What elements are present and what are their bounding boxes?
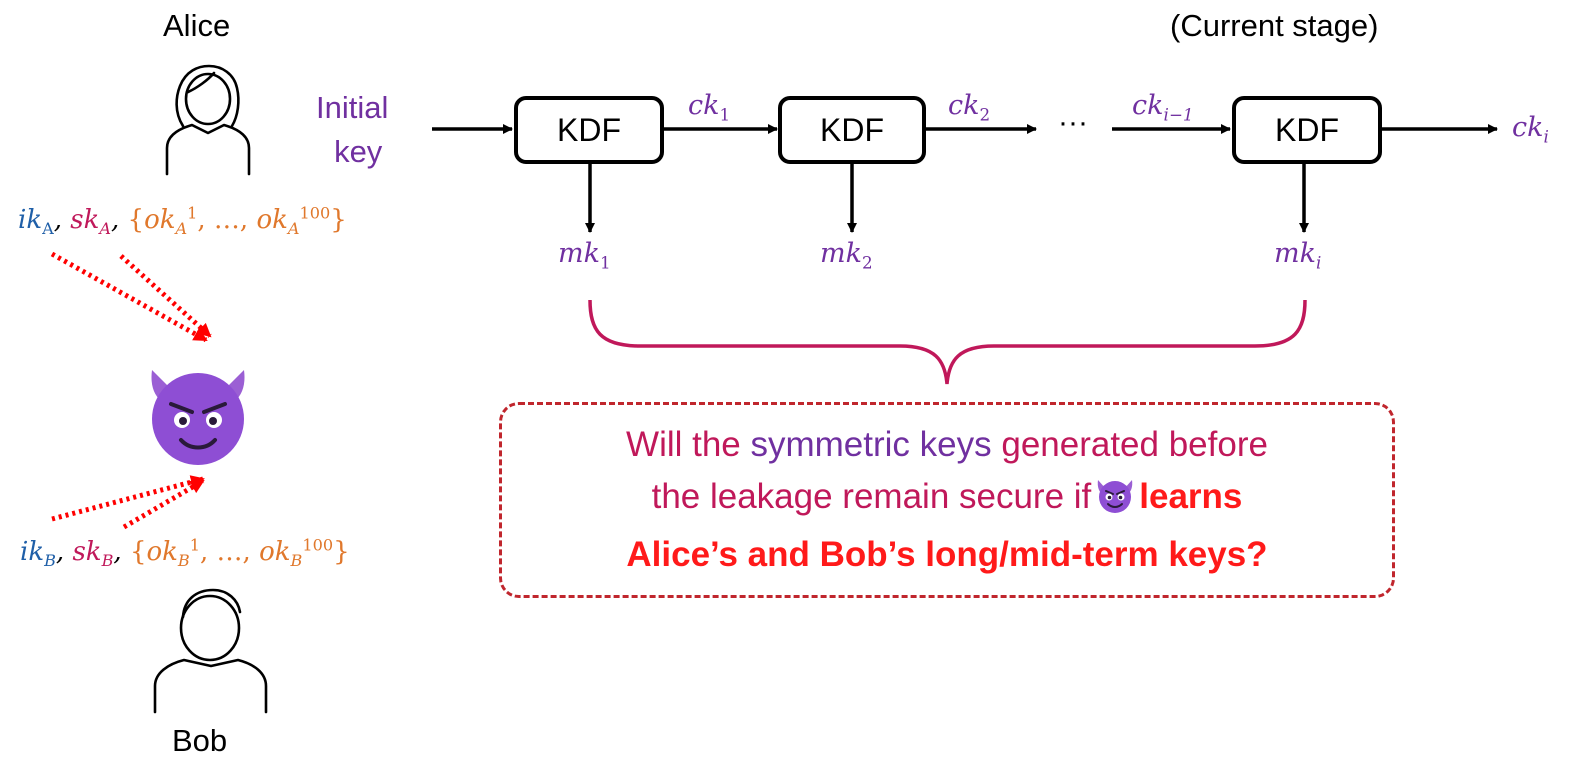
alice-keys: ikA, skA, {okA1, …, okA100}	[18, 203, 347, 239]
brace-close: }	[333, 537, 350, 567]
initial-key-line2: key	[334, 134, 383, 169]
mk-sub: i	[1315, 252, 1322, 273]
ck-base: ck	[1512, 112, 1544, 143]
initial-key-label: Initial key	[316, 86, 388, 174]
chain-key-2: ck2	[948, 90, 991, 125]
current-stage-label: (Current stage)	[1170, 8, 1379, 43]
mk-base: mk	[1274, 238, 1316, 269]
message-keys-brace	[588, 299, 1307, 385]
question-text: the leakage remain secure if	[651, 477, 1092, 516]
alice-ik-base: ik	[18, 205, 43, 235]
ok-sub: A	[175, 219, 188, 239]
alice-sk-sub: A	[99, 219, 111, 239]
ck-base: ck	[948, 90, 980, 121]
question-text: generated before	[991, 425, 1268, 464]
alice-one-time-prekeys: {okA1, …, okA100}	[127, 203, 347, 239]
ok-sub: A	[287, 219, 300, 239]
mk-base: mk	[820, 238, 862, 269]
message-key-i: mki	[1274, 238, 1322, 273]
kdf-box-1: KDF	[514, 96, 664, 164]
chain-key-1: ck1	[688, 90, 731, 125]
brace-close: }	[330, 205, 347, 235]
leak-arrow-bob-ik	[51, 475, 205, 522]
chain-key-i: cki	[1512, 112, 1549, 147]
kdf-label: KDF	[557, 111, 621, 148]
alice-label: Alice	[163, 8, 231, 43]
bob-ik-sub: B	[44, 551, 56, 571]
question-line-3: Alice’s and Bob’s long/mid-term keys?	[626, 535, 1268, 574]
ok-sup-first: 1	[189, 535, 200, 555]
ok-base: ok	[146, 537, 178, 567]
separator: ,	[55, 537, 65, 567]
alice-sk-base: sk	[70, 205, 100, 235]
kdf-box-i: KDF	[1232, 96, 1382, 164]
ck-sub: 1	[719, 104, 731, 125]
mk-sub: 1	[599, 252, 611, 273]
alice-identity-key: ikA	[18, 205, 54, 239]
ck-base: ck	[1132, 90, 1164, 121]
message-key-1: mk1	[558, 238, 611, 273]
bob-keys: ikB, skB, {okB1, …, okB100}	[20, 535, 350, 571]
ck-sub: i−1	[1163, 104, 1194, 125]
ok-sup-first: 1	[187, 203, 198, 223]
user-female-icon	[165, 64, 251, 176]
separator: ,	[113, 537, 122, 567]
bob-label: Bob	[172, 723, 228, 758]
chain-ellipsis: ···	[1058, 106, 1088, 139]
bob-identity-key: ikB	[20, 537, 56, 571]
message-key-2: mk2	[820, 238, 873, 273]
brace-open: {	[127, 205, 145, 235]
ok-base: ok	[256, 205, 288, 235]
leak-arrow-alice-sk	[119, 254, 212, 338]
smiling-devil-icon	[151, 370, 245, 465]
ck-base: ck	[688, 90, 720, 121]
user-male-icon	[153, 588, 268, 714]
question-box: Will the symmetric keys generated before…	[499, 402, 1395, 598]
bob-signed-prekey: skB	[72, 537, 114, 571]
ellipsis: …	[213, 205, 240, 235]
leak-arrow-alice-ik	[50, 251, 208, 343]
leakage-arrows	[50, 251, 212, 530]
brace-open: {	[129, 537, 147, 567]
ck-sub: i	[1543, 126, 1549, 147]
question-emphasis: learns	[1139, 477, 1243, 516]
alice-signed-prekey: skA	[70, 205, 111, 239]
ok-sub: B	[290, 551, 303, 571]
kdf-label: KDF	[820, 111, 884, 148]
ck-sub: 2	[979, 104, 991, 125]
ok-sup-last: 100	[299, 203, 331, 223]
question-text: Will the	[626, 425, 751, 464]
question-line-1: Will the symmetric keys generated before	[502, 419, 1392, 471]
bob-one-time-prekeys: {okB1, …, okB100}	[129, 535, 350, 571]
question-highlight: symmetric keys	[750, 425, 992, 464]
separator: ,	[53, 205, 62, 235]
kdf-box-2: KDF	[778, 96, 926, 164]
mk-sub: 2	[861, 252, 873, 273]
bob-sk-sub: B	[101, 551, 114, 571]
smiling-devil-icon	[1095, 476, 1135, 529]
kdf-label: KDF	[1275, 111, 1339, 148]
mk-base: mk	[558, 238, 600, 269]
initial-key-line1: Initial	[316, 90, 389, 125]
ok-base: ok	[144, 205, 176, 235]
question-line-2: the leakage remain secure if learns	[502, 471, 1392, 529]
ok-sub: B	[177, 551, 190, 571]
bob-ik-base: ik	[20, 537, 45, 567]
leak-arrow-bob-sk	[122, 478, 205, 530]
ok-sup-last: 100	[302, 535, 334, 555]
chain-key-i-minus-1: cki−1	[1132, 90, 1194, 125]
ellipsis: …	[216, 537, 243, 567]
alice-ik-sub: A	[42, 219, 54, 239]
ok-base: ok	[259, 537, 291, 567]
bob-sk-base: sk	[72, 537, 102, 567]
separator: ,	[111, 205, 120, 235]
